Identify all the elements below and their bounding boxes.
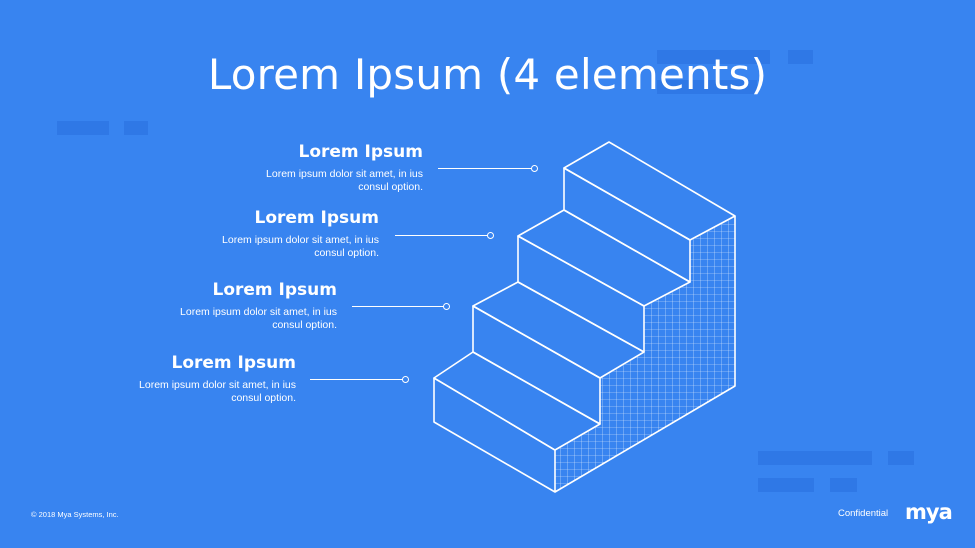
stair-outline [554, 216, 736, 493]
item-1-heading: Lorem Ipsum [298, 142, 424, 162]
decor-bar [758, 478, 814, 492]
decor-bar [758, 451, 872, 465]
step-2-front [517, 235, 645, 353]
step-1-front [563, 167, 691, 283]
step-4-front [433, 377, 556, 493]
mya-logo: mya [905, 500, 953, 524]
decor-bar [57, 121, 109, 135]
confidential-label: Confidential [838, 508, 889, 519]
stair-side-grid [555, 216, 735, 492]
item-3-heading: Lorem Ipsum [212, 280, 338, 300]
step-3-front [472, 305, 601, 425]
item-2-dot [487, 232, 494, 239]
decor-bar [830, 478, 857, 492]
step-3-top [472, 281, 645, 379]
decor-bar [657, 80, 757, 94]
item-2-heading: Lorem Ipsum [254, 208, 380, 228]
item-4-leader [310, 379, 403, 380]
item-4-dot [402, 376, 409, 383]
step-4-top [433, 351, 601, 451]
item-4-heading: Lorem Ipsum [171, 353, 297, 373]
decor-bar [124, 121, 148, 135]
item-3: Lorem Ipsum Lorem ipsum dolor sit amet, … [180, 280, 337, 332]
decor-bar [888, 451, 914, 465]
item-1: Lorem Ipsum Lorem ipsum dolor sit amet, … [266, 142, 423, 194]
item-4: Lorem Ipsum Lorem ipsum dolor sit amet, … [139, 353, 296, 405]
decor-bar [788, 50, 813, 64]
slide-title: Lorem Ipsum (4 elements) [207, 50, 768, 99]
decor-bar [657, 50, 770, 64]
item-2-leader [395, 235, 488, 236]
item-3-leader [352, 306, 444, 307]
copyright-text: © 2018 Mya Systems, Inc. [31, 510, 119, 519]
item-3-dot [443, 303, 450, 310]
item-2: Lorem Ipsum Lorem ipsum dolor sit amet, … [222, 208, 379, 260]
item-1-dot [531, 165, 538, 172]
item-1-leader [438, 168, 532, 169]
